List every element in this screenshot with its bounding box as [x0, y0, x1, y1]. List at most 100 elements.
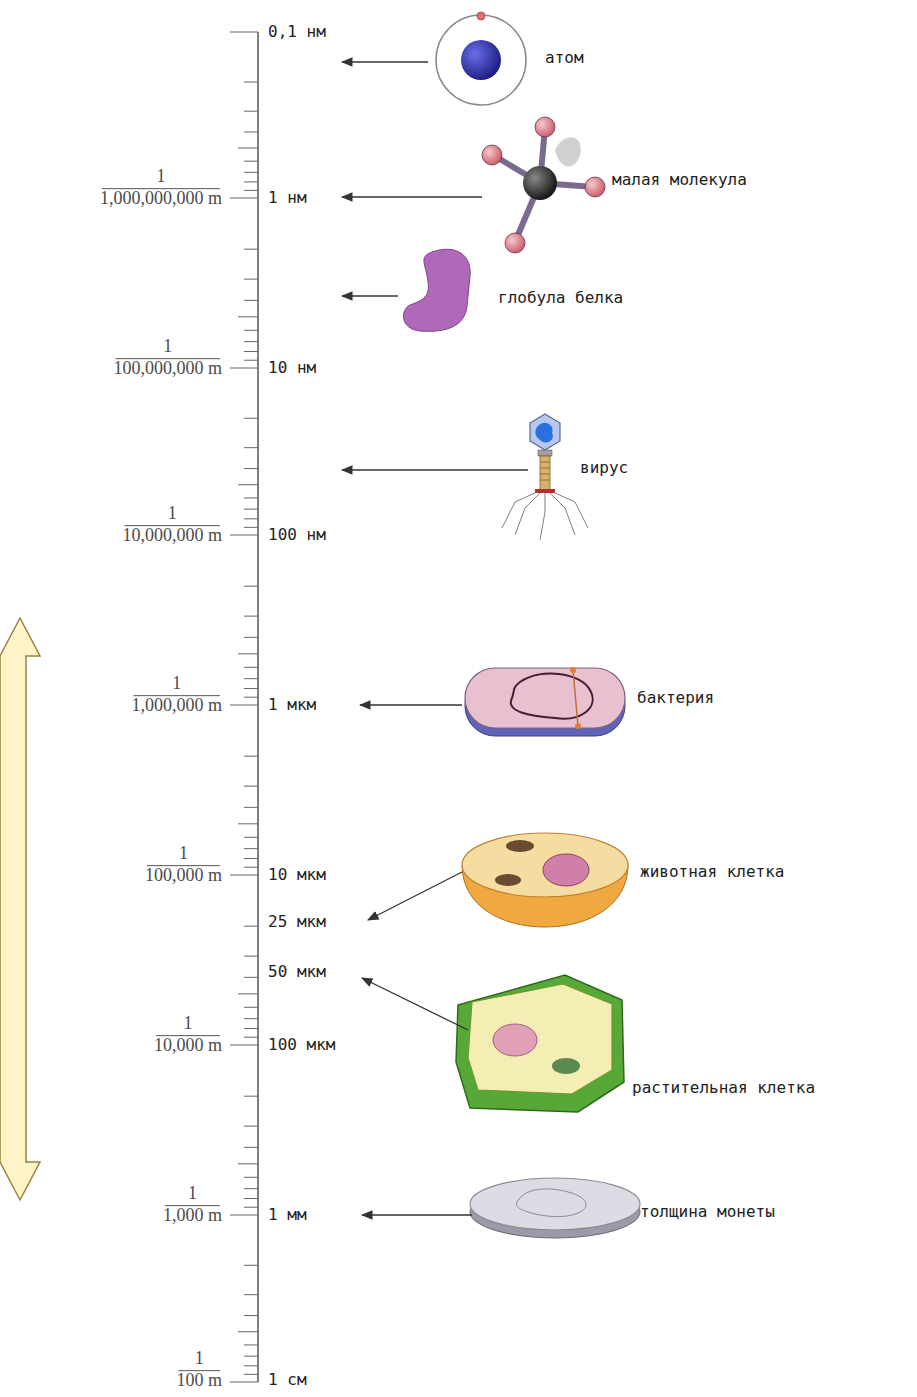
axis-tick	[244, 509, 258, 510]
axis-tick	[244, 131, 258, 132]
fraction-denominator: 10,000,000 m	[122, 525, 222, 546]
atom-picture	[436, 12, 526, 105]
axis-tick	[238, 148, 258, 149]
fraction-denominator: 1,000,000 m	[131, 695, 222, 716]
fraction-numerator: 1	[188, 1183, 197, 1204]
scale-value: 0,1 нм	[268, 23, 326, 41]
animal-cell-picture	[462, 833, 628, 927]
scale-value: 25 мкм	[268, 913, 326, 931]
axis-tick	[244, 1365, 258, 1366]
axis-tick	[244, 300, 258, 301]
axis-tick	[244, 1007, 258, 1008]
axis-tick	[244, 858, 258, 859]
axis-tick	[230, 32, 258, 33]
axis-tick	[244, 1294, 258, 1295]
range-arrow	[0, 618, 40, 1200]
axis-tick	[244, 637, 258, 638]
axis-tick	[230, 368, 258, 369]
axis-tick	[244, 1177, 258, 1178]
fraction-numerator: 1	[183, 1013, 192, 1034]
bacterium-picture	[465, 667, 625, 736]
axis-tick	[244, 837, 258, 838]
axis-tick	[244, 867, 258, 868]
axis-tick	[244, 977, 258, 978]
axis-tick	[238, 316, 258, 317]
axis-tick	[244, 111, 258, 112]
axis-tick	[244, 667, 258, 668]
axis-ticks	[230, 32, 258, 1382]
axis-tick	[230, 535, 258, 536]
axis-tick	[230, 1382, 258, 1383]
axis-tick	[244, 1265, 258, 1266]
axis-tick	[244, 1356, 258, 1357]
fraction-numerator: 1	[163, 336, 172, 357]
axis-tick	[244, 678, 258, 679]
scale-value: 1 нм	[268, 189, 307, 207]
axis-tick	[244, 497, 258, 498]
axis-tick	[238, 823, 258, 824]
axis-tick	[244, 786, 258, 787]
fraction-denominator: 1,000,000,000 m	[100, 188, 222, 209]
axis-tick	[244, 518, 258, 519]
axis-tick	[244, 1207, 258, 1208]
axis-tick	[244, 1147, 258, 1148]
axis-tick	[244, 1126, 258, 1127]
axis-tick	[244, 161, 258, 162]
axis-tick	[244, 616, 258, 617]
object-label: растительная клетка	[632, 1079, 815, 1097]
scale-value: 1 мм	[268, 1206, 307, 1224]
fraction-denominator: 100,000,000 m	[113, 358, 222, 379]
scale-value: 100 нм	[268, 526, 326, 544]
axis-tick	[244, 848, 258, 849]
axis-tick	[244, 1037, 258, 1038]
axis-tick	[244, 807, 258, 808]
axis-tick	[244, 956, 258, 957]
axis-tick	[244, 172, 258, 173]
axis-tick	[244, 688, 258, 689]
axis-tick	[244, 1315, 258, 1316]
axis-tick	[244, 330, 258, 331]
object-label: атом	[545, 49, 584, 67]
axis-tick	[244, 249, 258, 250]
scale-value: 50 мкм	[268, 963, 326, 981]
axis-tick	[244, 81, 258, 82]
axis-tick	[230, 705, 258, 706]
axis-tick	[244, 341, 258, 342]
axis-tick	[244, 527, 258, 528]
scale-value: 1 мкм	[268, 696, 316, 714]
fraction-denominator: 10,000 m	[154, 1035, 222, 1056]
fraction-numerator: 1	[179, 843, 188, 864]
axis-tick	[244, 1374, 258, 1375]
axis-tick	[244, 418, 258, 419]
fraction-numerator: 1	[168, 503, 177, 524]
axis-tick	[238, 1163, 258, 1164]
axis-tick	[238, 993, 258, 994]
object-label: бактерия	[637, 689, 714, 707]
fraction-denominator: 100 m	[176, 1370, 222, 1391]
axis-tick	[244, 697, 258, 698]
axis-tick	[244, 360, 258, 361]
molecule-picture	[482, 117, 605, 253]
fraction-numerator: 1	[172, 673, 181, 694]
object-label: вирус	[580, 459, 628, 477]
axis-tick	[230, 1045, 258, 1046]
fraction-numerator: 1	[195, 1348, 204, 1369]
axis-tick	[244, 447, 258, 448]
axis-tick	[230, 875, 258, 876]
axis-tick	[244, 586, 258, 587]
scale-value: 10 мкм	[268, 866, 326, 884]
axis-tick	[244, 1344, 258, 1345]
axis-line	[257, 32, 259, 1382]
scale-value: 100 мкм	[268, 1036, 335, 1054]
axis-tick	[244, 756, 258, 757]
object-label: животная клетка	[640, 863, 785, 881]
axis-tick	[244, 190, 258, 191]
coin-picture	[470, 1178, 640, 1238]
fraction-denominator: 1,000 m	[163, 1205, 222, 1226]
axis-tick	[244, 351, 258, 352]
axis-tick	[244, 926, 258, 927]
fraction-denominator: 100,000 m	[145, 865, 222, 886]
axis-tick	[238, 1331, 258, 1332]
axis-tick	[244, 468, 258, 469]
protein-picture	[403, 249, 470, 331]
